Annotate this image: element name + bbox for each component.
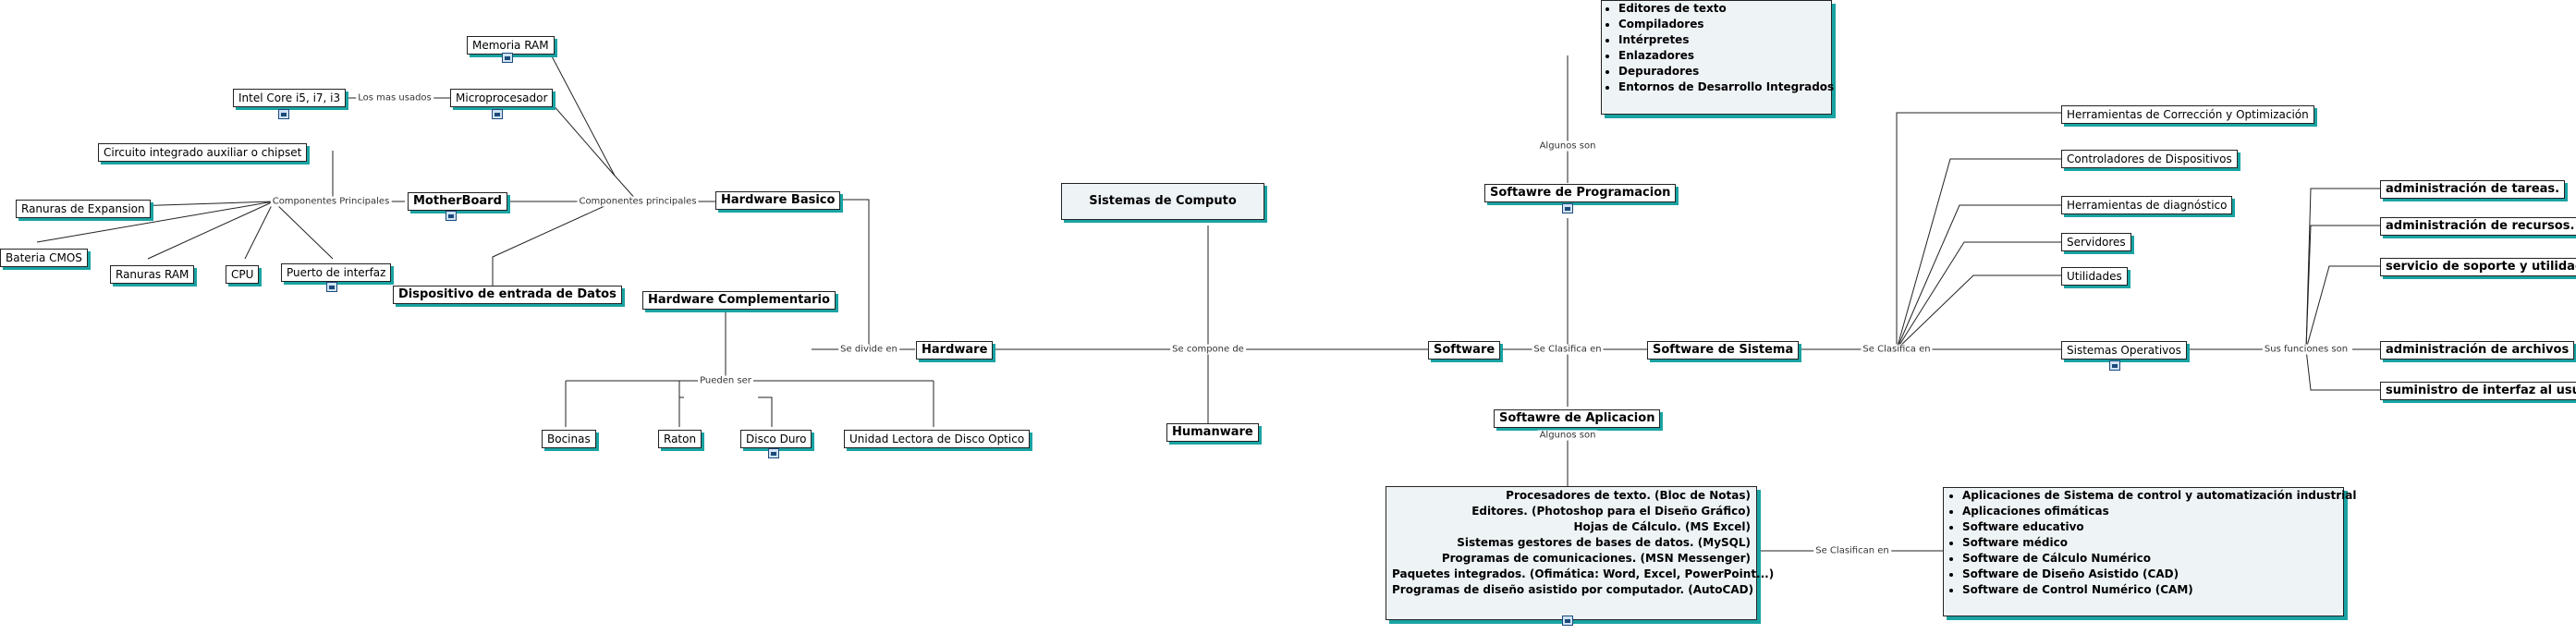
so-func-archivos[interactable]: administración de archivos <box>2380 341 2575 360</box>
list-item: Entornos de Desarrollo Integrados <box>1618 79 1834 95</box>
list-item: Software educativo <box>1962 519 2338 535</box>
list-item: Software médico <box>1962 535 2338 551</box>
link-label-se-compone-de: Se compone de <box>1170 344 1246 355</box>
so-func-soporte[interactable]: servicio de soporte y utilidades. <box>2380 258 2576 276</box>
attachment-icon[interactable] <box>326 282 337 292</box>
link-label-se-clasifican-en: Se Clasifican en <box>1813 545 1891 556</box>
software-node[interactable]: Software <box>1428 341 1501 360</box>
mb-item-puerto-interfaz[interactable]: Puerto de interfaz <box>281 263 392 282</box>
sys-item-controladores[interactable]: Controladores de Dispositivos <box>2061 150 2238 168</box>
comp-item-lectora-optico[interactable]: Unidad Lectora de Disco Optico <box>844 430 1031 448</box>
software-programacion-node[interactable]: Softawre de Programacion <box>1484 184 1677 202</box>
hardware-node[interactable]: Hardware <box>916 341 994 360</box>
list-item: Software de Cálculo Numérico <box>1962 551 2338 567</box>
prog-items-list: Editores de texto Compiladores Intérpret… <box>1605 1 1834 95</box>
attachment-icon[interactable] <box>1562 203 1573 213</box>
link-label-algunos-son-1: Algunos son <box>1537 140 1598 152</box>
link-label-sus-funciones-son: Sus funciones son <box>2262 344 2350 355</box>
mb-item-cpu[interactable]: CPU <box>226 265 260 284</box>
attachment-icon[interactable] <box>446 211 457 221</box>
list-item: Aplicaciones de Sistema de control y aut… <box>1962 488 2357 504</box>
list-item: Compiladores <box>1618 17 1827 32</box>
dispositivo-entrada-node[interactable]: Dispositivo de entrada de Datos <box>393 286 622 304</box>
central-node[interactable]: Sistemas de Computo <box>1061 183 1264 220</box>
memoria-ram-node[interactable]: Memoria RAM <box>467 36 555 55</box>
sys-item-utilidades[interactable]: Utilidades <box>2061 267 2128 286</box>
prog-items-panel[interactable]: Editores de texto Compiladores Intérpret… <box>1601 0 1834 115</box>
comp-item-disco-duro[interactable]: Disco Duro <box>740 430 812 448</box>
so-func-interfaz[interactable]: suministro de interfaz al usuario <box>2380 382 2576 400</box>
comp-item-raton[interactable]: Raton <box>658 430 702 448</box>
list-item: Depuradores <box>1618 64 1827 79</box>
attachment-icon[interactable] <box>2109 360 2120 371</box>
link-label-se-clasifica-en: Se Clasifica en <box>1532 344 1604 355</box>
mb-item-chipset[interactable]: Circuito integrado auxiliar o chipset <box>98 143 308 162</box>
link-label-se-clasifica-en-2: Se Clasifica en <box>1861 344 1933 355</box>
link-label-componentes-principales: Componentes principales <box>577 196 699 207</box>
list-item: Intérpretes <box>1618 32 1827 48</box>
attachment-icon[interactable] <box>1562 616 1573 626</box>
sys-item-servidores[interactable]: Servidores <box>2061 233 2131 251</box>
link-label-componentes-principales-mb: Componentes Principales <box>270 196 392 207</box>
hardware-complementario-node[interactable]: Hardware Complementario <box>642 291 836 310</box>
mb-item-ranuras-expansion[interactable]: Ranuras de Expansion <box>16 200 151 218</box>
motherboard-node[interactable]: MotherBoard <box>408 192 507 211</box>
list-item: Programas de comunicaciones. (MSN Messen… <box>1441 552 1751 565</box>
microprocesador-node[interactable]: Microprocesador <box>450 89 554 107</box>
list-item: Paquetes integrados. (Ofimática: Word, E… <box>1392 567 1775 580</box>
mb-item-ranuras-ram[interactable]: Ranuras RAM <box>110 265 195 284</box>
list-item: Programas de diseño asistido por computa… <box>1392 583 1754 596</box>
list-item: Editores. (Photoshop para el Diseño Gráf… <box>1471 505 1751 518</box>
list-item: Procesadores de texto. (Bloc de Notas) <box>1506 489 1751 502</box>
so-func-tareas[interactable]: administración de tareas. <box>2380 180 2566 199</box>
app-class-panel[interactable]: Aplicaciones de Sistema de control y aut… <box>1943 487 2357 616</box>
so-func-recursos[interactable]: administración de recursos. <box>2380 217 2576 236</box>
software-sistema-node[interactable]: Software de Sistema <box>1647 341 1800 360</box>
link-label-algunos-son-2: Algunos son <box>1537 430 1598 441</box>
attachment-icon[interactable] <box>492 109 503 119</box>
sys-item-correccion[interactable]: Herramientas de Corrección y Optimizació… <box>2061 105 2314 124</box>
hardware-basico-node[interactable]: Hardware Basico <box>715 191 841 210</box>
intel-core-node[interactable]: Intel Core i5, i7, i3 <box>233 89 347 107</box>
comp-item-bocinas[interactable]: Bocinas <box>542 430 596 448</box>
software-aplicacion-node[interactable]: Softawre de Aplicacion <box>1494 409 1661 428</box>
list-item: Sistemas gestores de bases de datos. (My… <box>1457 536 1751 549</box>
sys-item-sistemas-operativos[interactable]: Sistemas Operativos <box>2061 341 2187 360</box>
list-item: Enlazadores <box>1618 48 1827 64</box>
attachment-icon[interactable] <box>502 53 513 63</box>
app-items-panel[interactable]: Procesadores de texto. (Bloc de Notas) E… <box>1386 486 1775 620</box>
attachment-icon[interactable] <box>768 448 779 458</box>
attachment-icon[interactable] <box>278 109 289 119</box>
mb-item-bateria-cmos[interactable]: Bateria CMOS <box>0 249 88 267</box>
list-item: Editores de texto <box>1618 1 1827 17</box>
link-label-los-mas-usados: Los mas usados <box>356 92 433 104</box>
list-item: Aplicaciones ofimáticas <box>1962 504 2338 519</box>
list-item: Software de Diseño Asistido (CAD) <box>1962 567 2338 582</box>
list-item: Hojas de Cálculo. (MS Excel) <box>1573 520 1751 533</box>
sys-item-diagnostico[interactable]: Herramientas de diagnóstico <box>2061 196 2233 214</box>
link-label-se-divide-en: Se divide en <box>838 344 899 355</box>
humanware-node[interactable]: Humanware <box>1166 423 1259 442</box>
app-class-list: Aplicaciones de Sistema de control y aut… <box>1949 488 2357 598</box>
list-item: Software de Control Numérico (CAM) <box>1962 582 2338 598</box>
link-label-pueden-ser: Pueden ser <box>698 375 753 386</box>
